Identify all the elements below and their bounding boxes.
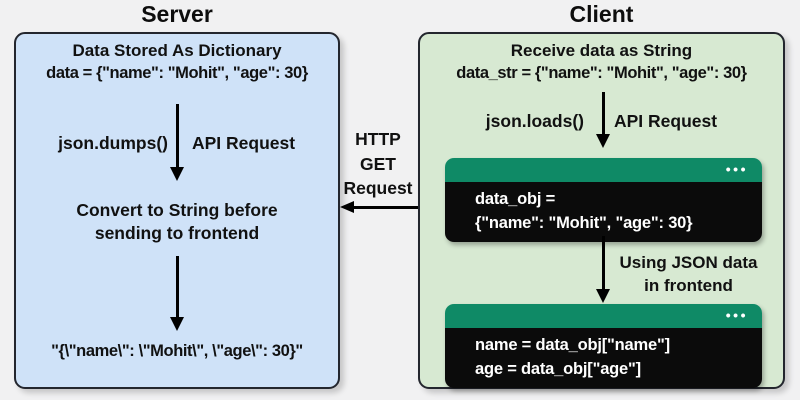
client-using-note: Using JSON data in frontend (591, 251, 786, 297)
http-label-line1: HTTP (355, 129, 401, 149)
server-storage-code: data = {"name": "Mohit", "age": 30} (46, 64, 308, 82)
code-window-header: ••• (445, 158, 762, 182)
client-title: Client (569, 1, 634, 27)
http-label-line2: GET (360, 153, 396, 174)
code-window-data-obj: ••• data_obj = {"name": "Mohit", "age": … (445, 158, 762, 242)
http-get-arrow-left-icon (340, 201, 354, 213)
server-convert-note-line1: Convert to String before (76, 200, 278, 220)
http-get-request-label: HTTP GET Request (334, 127, 422, 201)
server-api-arrow-down-icon (170, 104, 184, 181)
client-using-arrow-down-icon (596, 236, 610, 303)
server-dumps-label: json.dumps() (58, 133, 168, 153)
client-api-request-label: API Request (614, 111, 718, 131)
server-result-string: "{\"name\": \"Mohit\", \"age\": 30}" (51, 342, 303, 360)
window-dots-icon: ••• (725, 307, 748, 323)
client-panel: Receive data as String data_str = {"name… (418, 32, 785, 389)
code-window-header: ••• (445, 304, 762, 328)
server-panel: Data Stored As Dictionary data = {"name"… (14, 32, 340, 389)
client-loads-label: json.loads() (485, 111, 584, 131)
code-window-body: name = data_obj["name"] age = data_obj["… (445, 328, 762, 388)
http-label-line3: Request (343, 178, 413, 198)
using-note-line2: in frontend (644, 276, 733, 295)
client-receive-code: data_str = {"name": "Mohit", "age": 30} (456, 64, 747, 82)
window-dots-icon: ••• (725, 161, 748, 177)
server-convert-note-line2: sending to frontend (94, 223, 260, 243)
code-line: age = data_obj["age"] (475, 360, 641, 378)
using-note-line1: Using JSON data (619, 253, 758, 272)
server-storage-heading: Data Stored As Dictionary (72, 41, 282, 60)
server-title: Server (141, 1, 213, 27)
client-api-arrow-down-icon (596, 92, 610, 148)
code-window-body: data_obj = {"name": "Mohit", "age": 30} (445, 182, 762, 242)
client-receive-heading: Receive data as String (510, 41, 693, 60)
server-convert-arrow-down-icon (170, 256, 184, 331)
code-line: data_obj = (475, 190, 556, 208)
code-line: name = data_obj["name"] (475, 336, 670, 354)
server-api-request-label: API Request (192, 133, 296, 153)
code-line: {"name": "Mohit", "age": 30} (475, 214, 693, 232)
http-get-arrow-line (352, 206, 418, 209)
code-window-frontend-usage: ••• name = data_obj["name"] age = data_o… (445, 304, 762, 388)
